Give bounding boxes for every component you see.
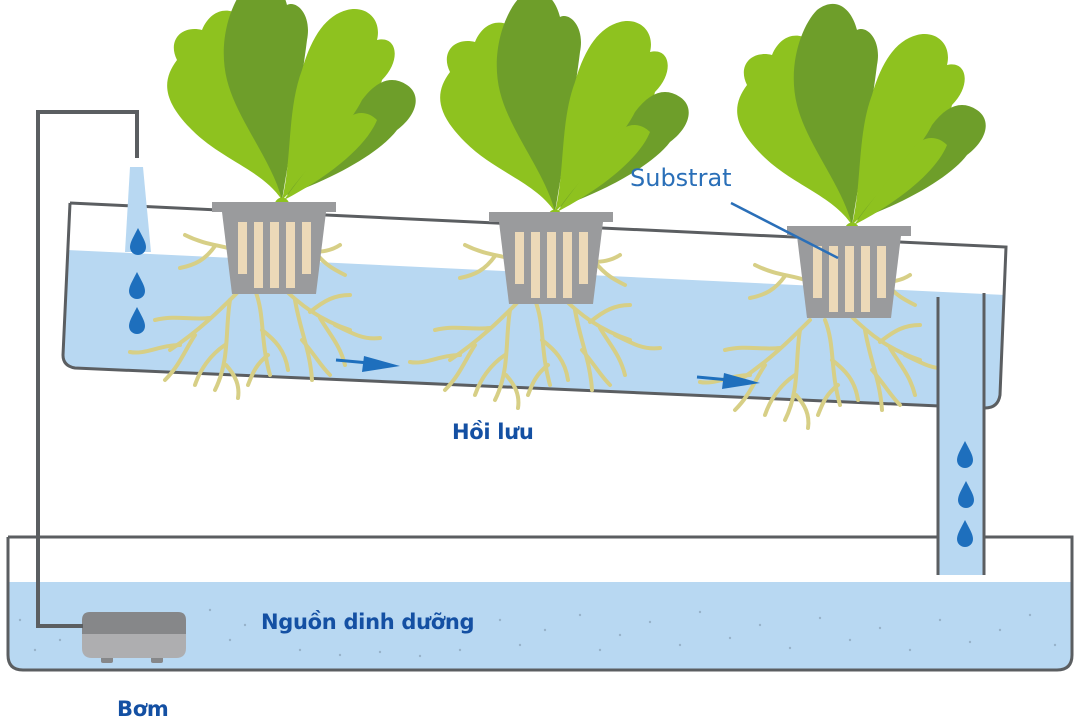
label-pump: Bơm xyxy=(117,697,169,721)
pump xyxy=(82,612,186,663)
inlet-stream xyxy=(125,167,151,252)
plant-1 xyxy=(167,0,416,294)
label-nutrient-source: Nguồn dinh dưỡng xyxy=(261,610,475,634)
flow-arrow-1 xyxy=(335,356,400,372)
plant-2 xyxy=(440,0,689,304)
return-pipe xyxy=(936,293,986,575)
flow-arrow-2 xyxy=(696,373,760,389)
supply-pipe xyxy=(36,110,139,628)
label-reflux: Hồi lưu xyxy=(452,420,534,444)
label-substrat: Substrat xyxy=(630,164,732,192)
substrat-pointer xyxy=(730,201,839,260)
reservoir xyxy=(6,535,1074,672)
